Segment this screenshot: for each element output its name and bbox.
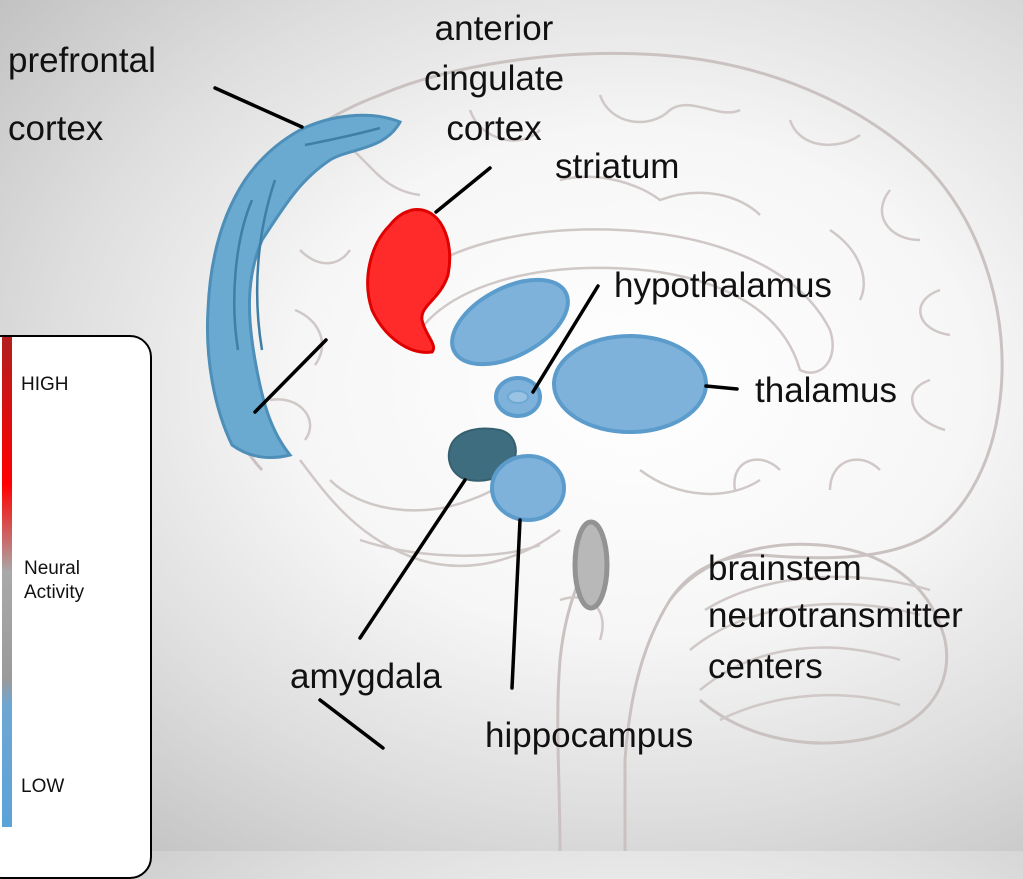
label-striatum: striatum [555, 147, 679, 186]
anterior-cingulate-region [368, 210, 450, 353]
label-prefrontal-line1: prefrontal [8, 41, 156, 80]
hypothalamus-inner [508, 391, 528, 403]
label-brainstem-line2: neurotransmitter [708, 596, 963, 635]
brain-diagram: prefrontal cortex anterior cingulate cor… [0, 0, 1023, 851]
leader-thalamus [706, 386, 737, 389]
leader-hippocampus [512, 520, 520, 688]
leader-anterior-cingulate [436, 168, 490, 212]
legend-title-line1: Neural [24, 557, 134, 581]
thalamus-region [554, 336, 706, 432]
legend-title: Neural Activity [24, 557, 134, 605]
label-amygdala: amygdala [290, 657, 442, 696]
legend-title-line2: Activity [24, 581, 134, 605]
label-thalamus: thalamus [755, 371, 897, 410]
label-acc-line3: cortex [446, 109, 542, 148]
neural-activity-legend: HIGH Neural Activity LOW [0, 335, 152, 879]
hippocampus-region [492, 456, 564, 520]
activity-color-scale [2, 337, 12, 827]
leader-prefrontal [215, 88, 302, 127]
label-hippocampus: hippocampus [485, 716, 693, 755]
brainstem-centers-region [575, 522, 607, 608]
legend-high-label: HIGH [21, 373, 69, 397]
label-acc-line1: anterior [435, 9, 554, 48]
leader-lower-left [320, 700, 383, 748]
legend-low-label: LOW [21, 775, 64, 799]
label-brainstem-line1: brainstem [708, 549, 862, 588]
leader-amygdala [360, 480, 465, 638]
label-brainstem-line3: centers [708, 647, 823, 686]
label-prefrontal-line2: cortex [8, 109, 104, 148]
label-acc-line2: cingulate [424, 59, 564, 98]
label-hypothalamus: hypothalamus [614, 266, 832, 305]
